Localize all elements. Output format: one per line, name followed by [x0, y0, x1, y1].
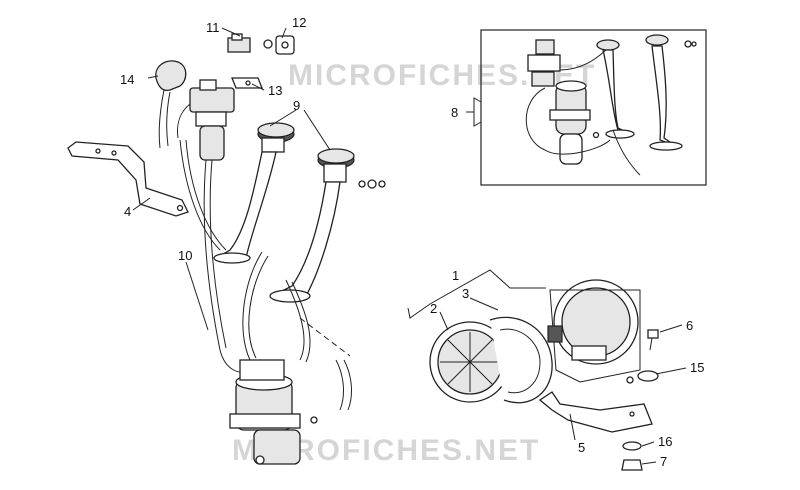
headlight-shell — [547, 279, 641, 383]
relay-switch — [227, 33, 295, 55]
callout-12: 12 — [292, 15, 306, 30]
callout-8: 8 — [451, 105, 458, 120]
callout-9: 9 — [293, 98, 300, 113]
inset-assembly-box — [480, 29, 707, 186]
callout-4: 4 — [124, 204, 131, 219]
callout-10: 10 — [178, 248, 192, 263]
air-pump-unit — [177, 79, 235, 161]
callout-13: 13 — [268, 83, 282, 98]
callout-3: 3 — [462, 286, 469, 301]
headlight-ring — [489, 316, 553, 404]
callout-1: 1 — [452, 268, 459, 283]
callout-16: 16 — [658, 434, 672, 449]
callout-14: 14 — [120, 72, 134, 87]
cable-connector — [155, 60, 187, 149]
leader-lines — [132, 27, 687, 465]
callout-15: 15 — [690, 360, 704, 375]
compressor-lower — [229, 359, 318, 465]
callout-11: 11 — [206, 20, 220, 35]
callout-6: 6 — [686, 318, 693, 333]
headlight-bracket-5 — [538, 376, 653, 433]
callout-5: 5 — [578, 440, 585, 455]
callout-2: 2 — [430, 301, 437, 316]
headlight-lens — [429, 321, 511, 403]
horn-left — [213, 122, 295, 264]
fasteners — [621, 329, 659, 471]
callout-7: 7 — [660, 454, 667, 469]
air-hoses — [179, 139, 352, 411]
support-bracket-4 — [67, 141, 189, 217]
horn-right — [269, 148, 386, 303]
